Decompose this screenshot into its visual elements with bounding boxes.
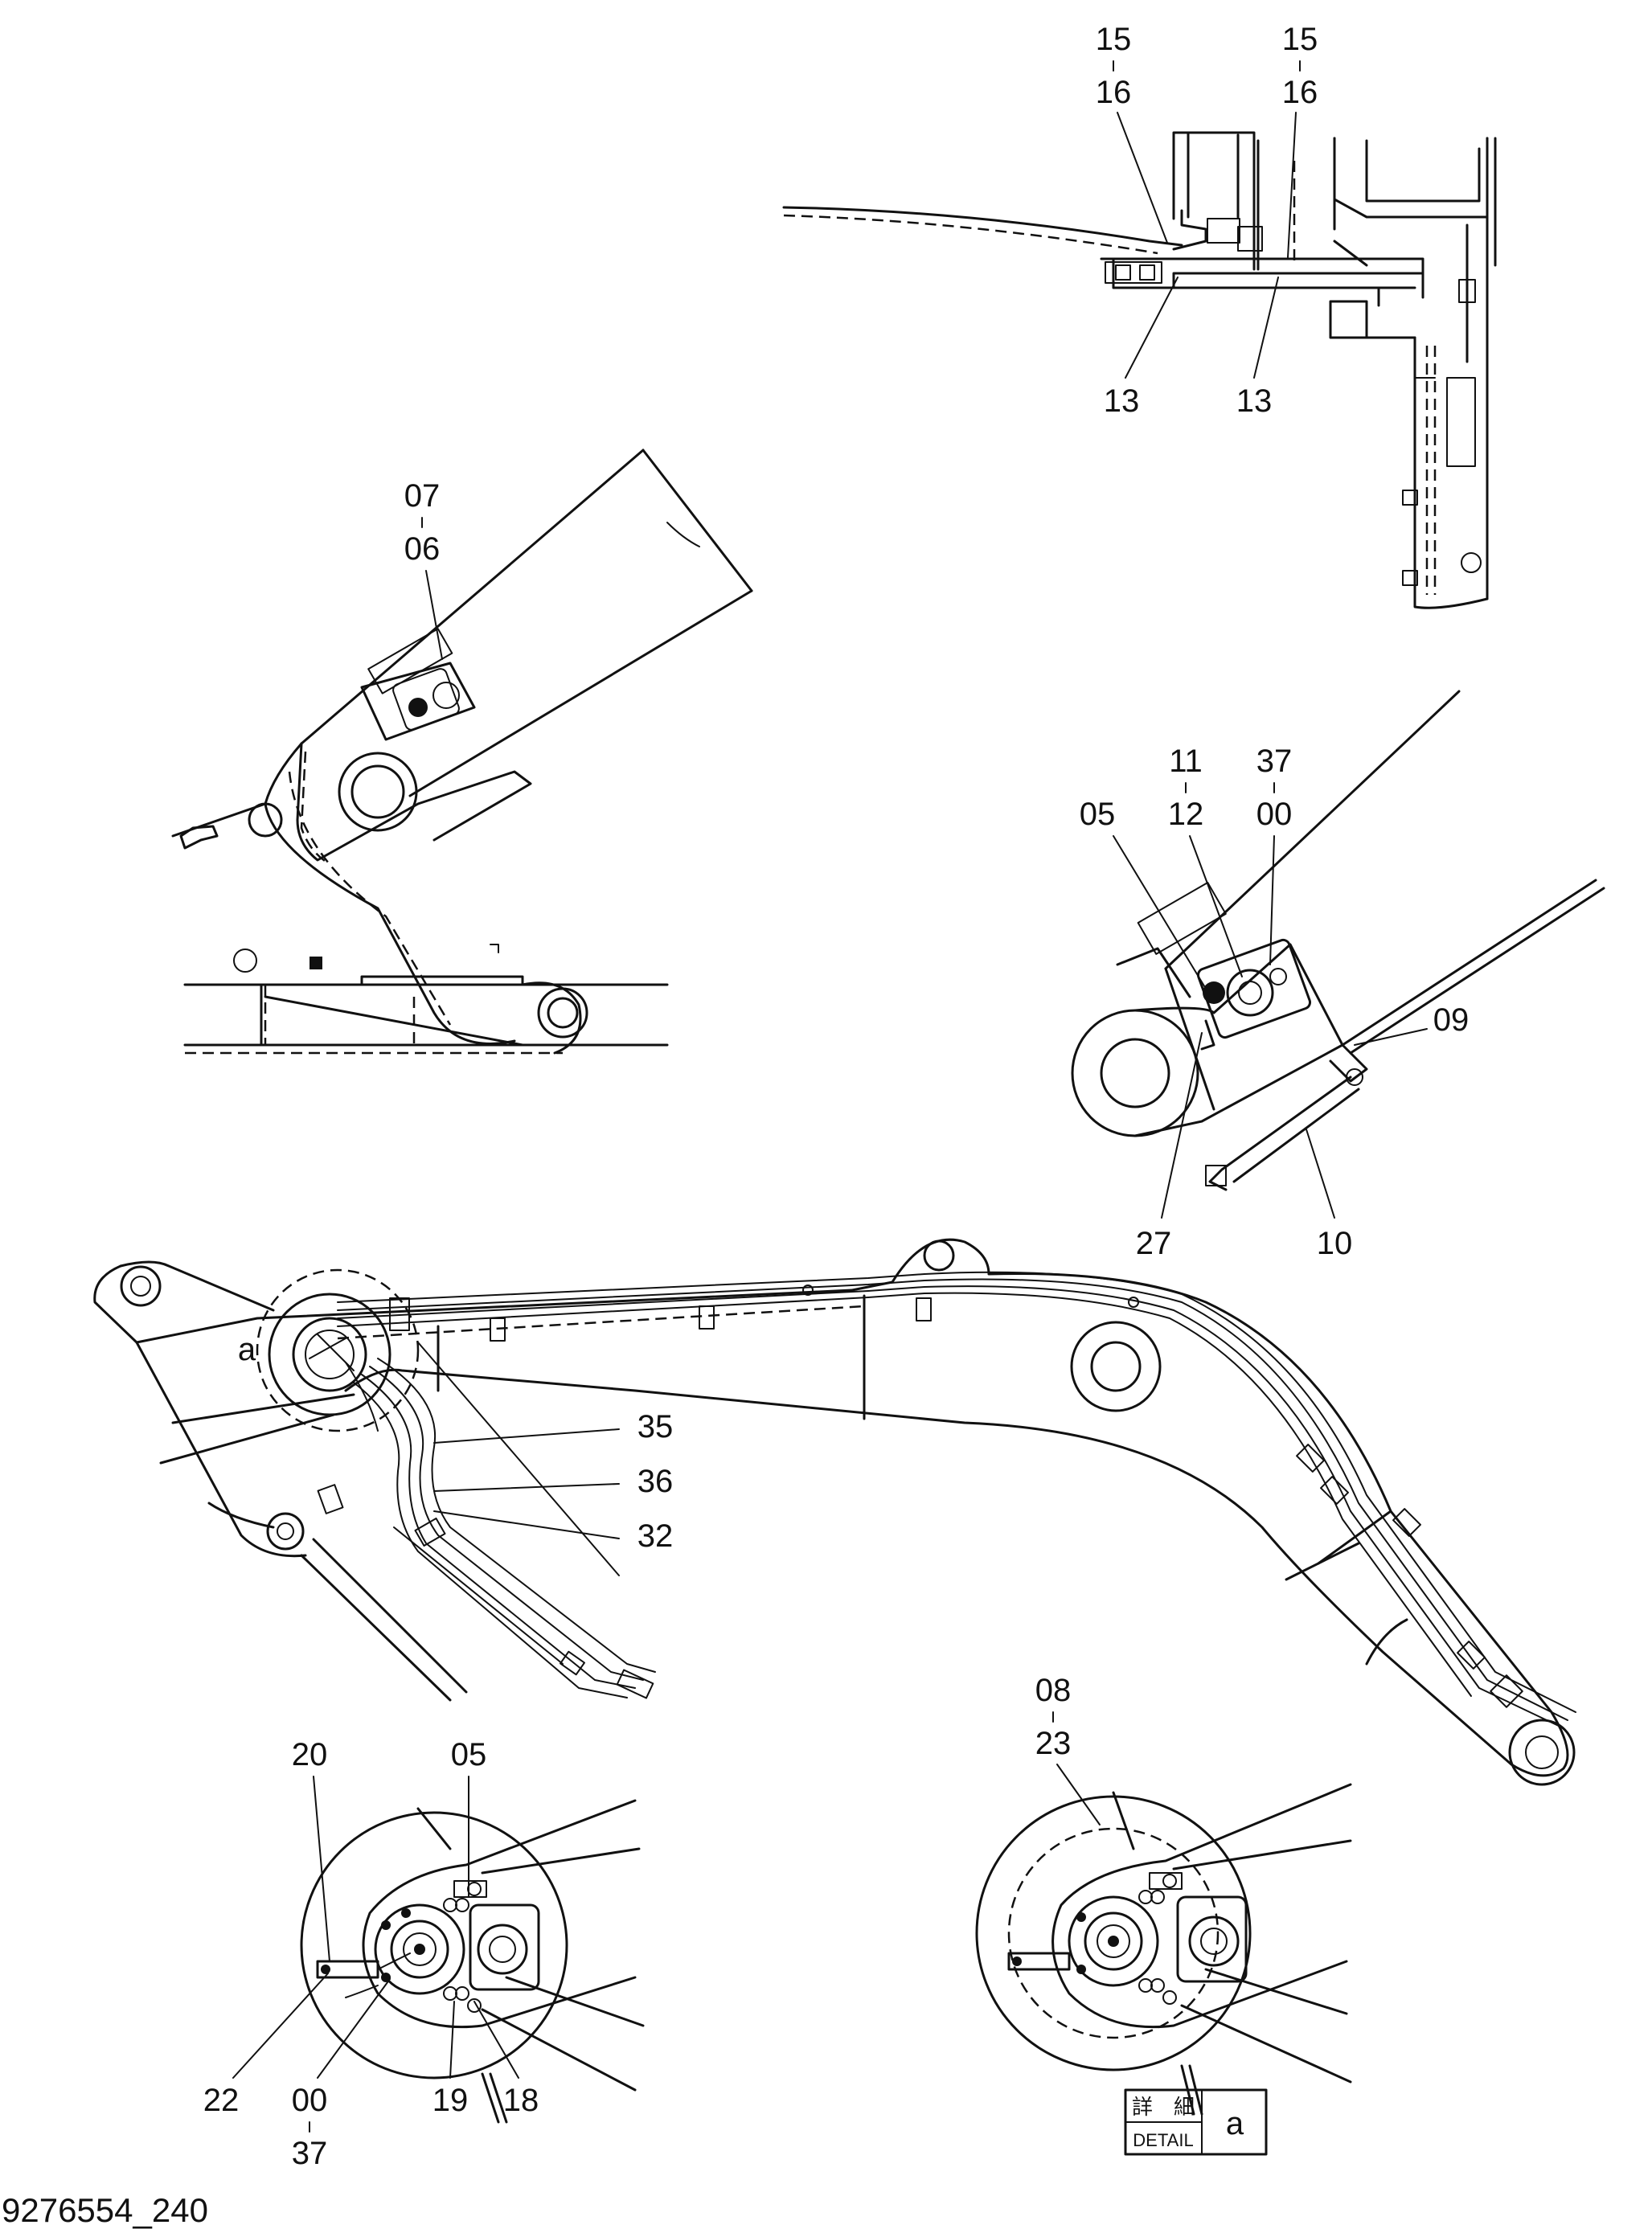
callout-label: 32 <box>637 1518 674 1554</box>
callout-label: 00 <box>1256 797 1293 832</box>
callout-label: 05 <box>1080 797 1116 832</box>
view-bottom-right <box>975 1783 1352 2116</box>
callout-label: 19 <box>432 2083 469 2118</box>
callout-label: 37 <box>1256 744 1293 779</box>
detail-box-letter: a <box>1226 2106 1244 2141</box>
labels-top-right: 15 16 15 16 13 13 <box>1096 22 1318 419</box>
labels-bottom-right: 08 23 <box>1035 1673 1101 1825</box>
callout-label: 16 <box>1096 75 1132 110</box>
detail-box-en: DETAIL <box>1133 2130 1193 2150</box>
callout-label: 07 <box>404 478 441 514</box>
callout-label: 23 <box>1035 1726 1072 1761</box>
callout-label: 09 <box>1433 1002 1470 1038</box>
callout-label: 22 <box>203 2083 240 2118</box>
callout-label: 15 <box>1282 22 1318 57</box>
callout-label: 00 <box>292 2083 328 2118</box>
labels-mid-right: 11 12 37 00 05 09 27 10 <box>1080 744 1470 1261</box>
drawing-number: 9276554_240 <box>2 2191 208 2229</box>
detail-a-marker: a <box>238 1332 256 1367</box>
callout-label: 35 <box>637 1409 674 1444</box>
callout-label: 37 <box>292 2136 328 2171</box>
callout-label: 08 <box>1035 1673 1072 1708</box>
view-mid-right <box>1071 690 1605 1191</box>
detail-box: 詳 細 DETAIL a <box>1124 2088 1268 2156</box>
labels-boom: a 35 36 32 <box>238 1332 673 1554</box>
callout-label: 06 <box>404 531 441 567</box>
callout-label: 27 <box>1136 1226 1172 1261</box>
callout-label: 20 <box>292 1737 328 1772</box>
view-boom <box>93 1238 1576 1786</box>
callout-label: 10 <box>1317 1226 1353 1261</box>
callout-label: 13 <box>1104 383 1140 419</box>
view-top-left <box>171 449 753 1055</box>
callout-label: 13 <box>1236 383 1273 419</box>
labels-bottom-left: 20 05 22 00 37 19 18 <box>203 1737 539 2171</box>
view-bottom-left <box>300 1799 645 2124</box>
callout-label: 12 <box>1168 797 1204 832</box>
callout-label: 16 <box>1282 75 1318 110</box>
callout-label: 05 <box>451 1737 487 1772</box>
view-top-right <box>782 131 1497 609</box>
labels-top-left: 07 06 <box>404 478 443 660</box>
callout-label: 36 <box>637 1464 674 1499</box>
callout-label: 11 <box>1169 744 1203 779</box>
callout-label: 15 <box>1096 22 1132 57</box>
detail-box-jp: 詳 細 <box>1132 2096 1195 2120</box>
callout-label: 18 <box>503 2083 539 2118</box>
